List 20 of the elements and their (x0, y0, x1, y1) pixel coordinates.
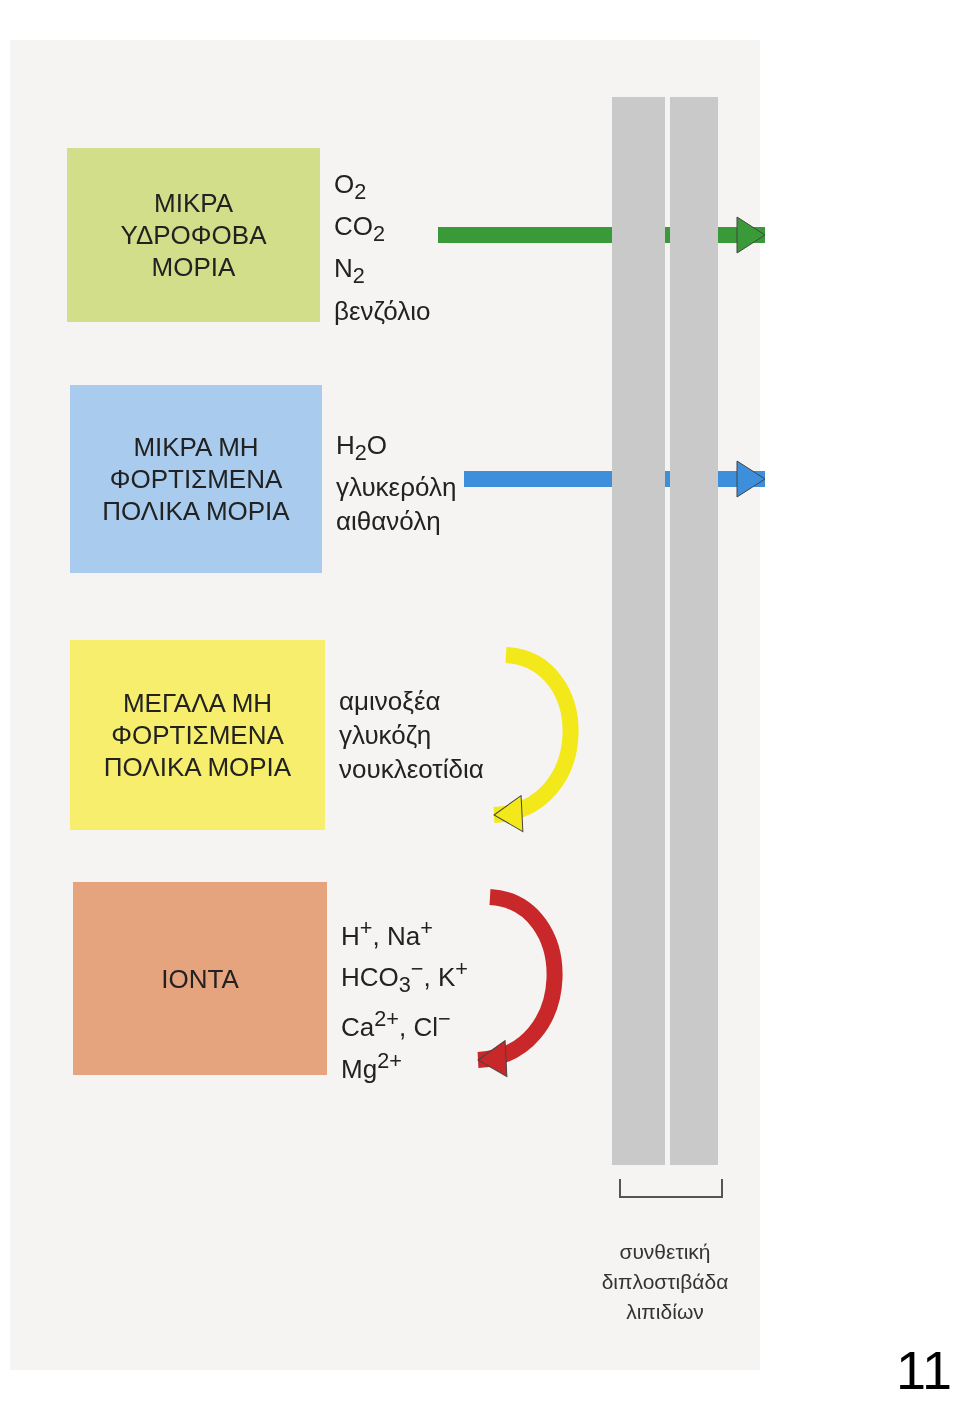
molecule-label: Ca$^{2+}$, Cl$^{−}$ (341, 1005, 452, 1044)
molecule-label: νουκλεοτίδια (339, 753, 484, 786)
category-heading: ΜΕΓΑΛΑ ΜΗ ΦΟΡΤΙΣΜΕΝΑ ΠΟΛΙΚΑ ΜΟΡΙΑ (102, 687, 293, 783)
molecule-label: γλυκόζη (339, 719, 433, 752)
molecule-label: γλυκερόλη (336, 471, 457, 505)
molecule-label: Mg$^{2+}$ (341, 1046, 403, 1086)
page-number: 11 (895, 1339, 952, 1401)
category-heading: ΜΙΚΡΑ ΜΗ ΦΟΡΤΙΣΜΕΝΑ ΠΟΛΙΚΑ ΜΟΡΙΑ (101, 431, 291, 527)
category-heading: ΙΟΝΤΑ (160, 962, 240, 995)
molecule-label: HCO$_{3}$$^{−}$, K$^{+}$ (341, 955, 468, 999)
molecule-label: αιθανόλη (336, 505, 442, 539)
molecule-label: H$^{+}$, Na$^{+}$ (341, 913, 434, 953)
molecule-label: O$_{2}$ (334, 168, 368, 207)
molecule-label: CO$_{2}$ (334, 210, 387, 249)
molecule-label: N$_{2}$ (334, 252, 366, 291)
category-heading: ΜΙΚΡΑ ΥΔΡΟΦΟΒΑ ΜΟΡΙΑ (119, 187, 268, 283)
molecule-label: αμινοξέα (339, 685, 442, 718)
membrane-caption: συνθετική διπλοστιβάδα λιπιδίων (600, 1239, 730, 1325)
molecule-label: H$_{2}$O (336, 429, 389, 468)
molecule-label: βενζόλιο (334, 294, 431, 328)
